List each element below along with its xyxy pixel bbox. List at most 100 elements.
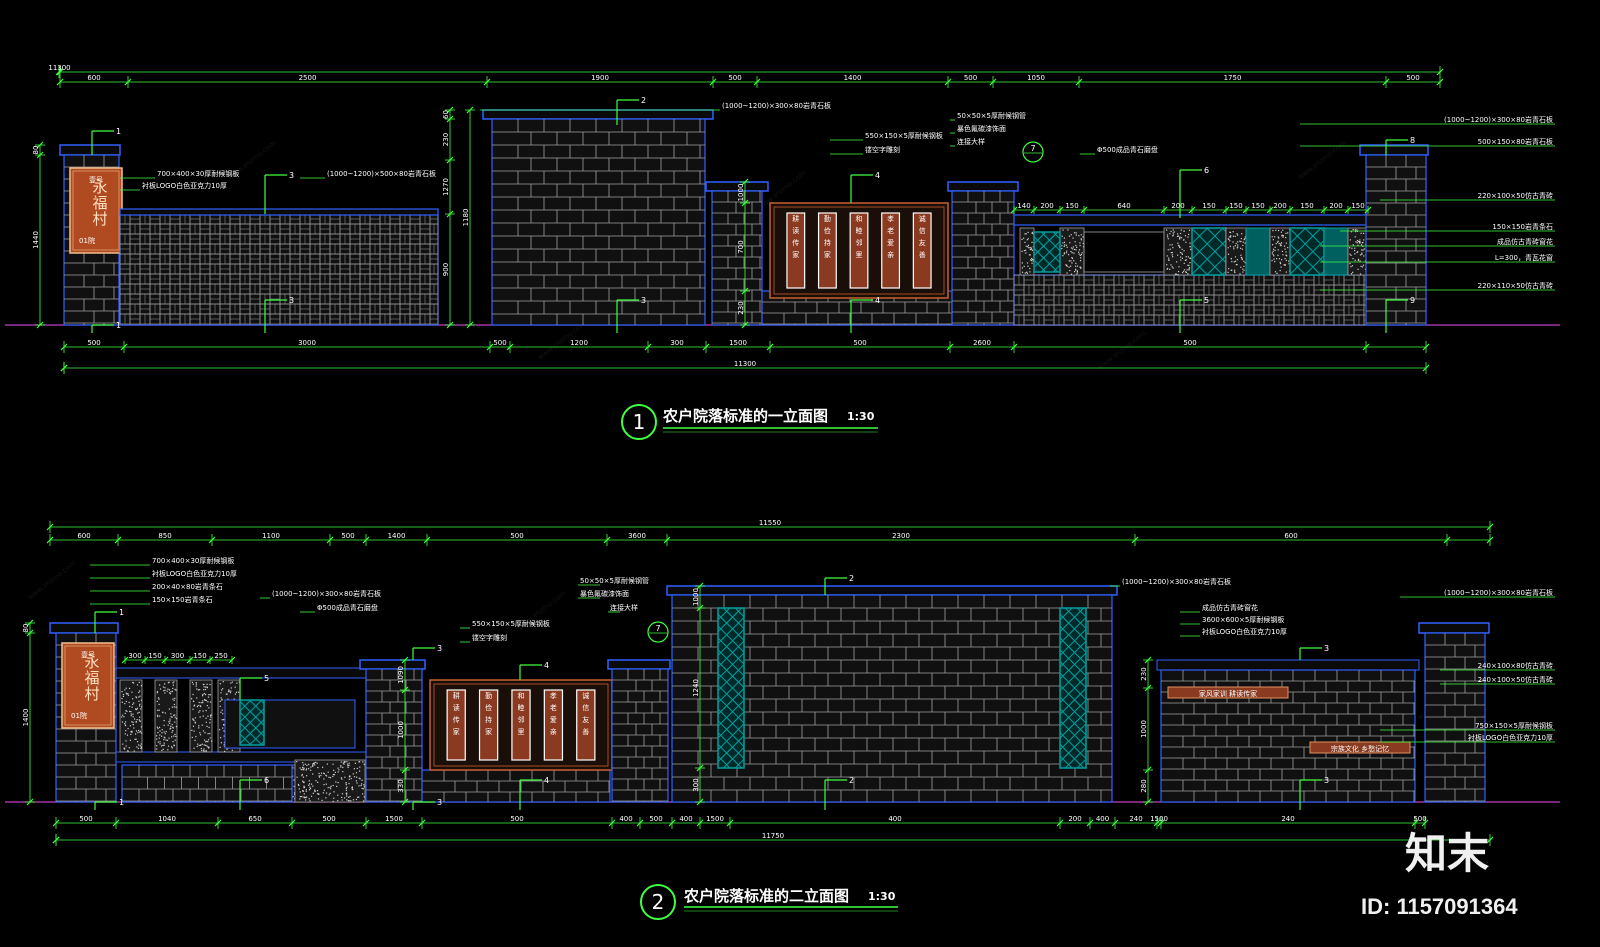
tag-3-bottom: 3 — [412, 798, 442, 810]
granite-speck — [135, 738, 137, 740]
elevation-1-marker-circle — [621, 404, 657, 440]
note-right-stone: (1000~1200)×300×80岩青石板 — [1400, 588, 1555, 598]
granite-speck — [235, 691, 238, 693]
granite-speck — [191, 736, 193, 739]
bottom-total-dim: 11750 — [52, 832, 1494, 846]
slat-char: 家 — [824, 250, 831, 259]
tag-4-bottom: 4 — [850, 296, 880, 333]
granite-speck — [308, 783, 311, 785]
slat-char: 友 — [582, 715, 589, 724]
granite-speck — [330, 785, 332, 787]
slat-char: 信 — [582, 703, 589, 712]
granite-speck — [172, 682, 174, 684]
granite-speck — [173, 706, 175, 708]
mid-pillar-b — [611, 668, 669, 803]
granite-speck — [164, 733, 166, 735]
granite-speck — [139, 745, 141, 747]
granite-speck — [238, 681, 240, 683]
granite-speck — [358, 796, 360, 798]
banner-1-text: 家风家训 耕读传家 — [1199, 689, 1257, 698]
dimension-tick — [944, 78, 952, 86]
granite-speck — [1080, 254, 1082, 256]
granite-speck — [316, 762, 318, 764]
granite-speck — [1356, 251, 1358, 254]
granite-speck — [163, 690, 165, 692]
lattice-diagonal — [240, 718, 264, 745]
tag-1: 1 — [91, 127, 121, 155]
granite-speck — [1181, 253, 1183, 255]
tag-number: 4 — [875, 171, 880, 180]
granite-speck — [129, 739, 132, 741]
lattice-frame — [717, 607, 745, 769]
lattice-diagonal — [240, 722, 263, 745]
granite-speck — [202, 710, 204, 712]
steel-slat-text: 和睦邻里 — [518, 691, 525, 736]
lattice-diagonal — [1060, 664, 1086, 692]
granite-speck — [227, 698, 229, 700]
granite-speck — [231, 681, 233, 683]
granite-speck — [164, 712, 166, 714]
granite-speck — [1062, 242, 1064, 244]
granite-speck — [346, 786, 348, 788]
slat-char: 家 — [453, 727, 460, 736]
granite-speck — [1063, 241, 1066, 243]
annotation-text: 150×150岩青条石 — [1492, 222, 1553, 231]
dimension-tick — [362, 819, 370, 827]
granite-outline — [154, 679, 178, 753]
lattice-diagonal — [1040, 232, 1060, 252]
dimension-label: 300 — [171, 652, 184, 660]
tag-4: 4 — [850, 171, 880, 203]
lattice-diagonal — [240, 708, 264, 734]
granite-speck — [230, 687, 232, 689]
note-strip-150: 150×150岩青条石 — [90, 595, 213, 605]
lattice-diagonal — [1034, 232, 1058, 257]
granite-speck — [1172, 234, 1175, 236]
tile-window-1 — [1033, 231, 1061, 273]
granite-speck — [1025, 249, 1027, 251]
note-top-stone: (1000~1200)×300×80岩青石板 — [480, 101, 831, 111]
dimension-tick — [636, 819, 644, 827]
granite-speck — [171, 747, 173, 749]
steel-slat — [817, 212, 837, 289]
granite-speck — [344, 761, 346, 763]
slat-char: 持 — [824, 238, 831, 247]
dimension-tick — [56, 78, 64, 86]
tag-number: 5 — [264, 674, 269, 683]
granite-speck — [170, 713, 172, 715]
slat-char: 诚 — [582, 691, 589, 700]
granite-speck — [206, 704, 209, 707]
granite-speck — [1233, 248, 1235, 250]
granite-speck — [156, 735, 158, 737]
granite-speck — [305, 790, 307, 792]
granite-speck — [139, 731, 141, 733]
granite-speck — [173, 714, 175, 716]
granite-speck — [237, 691, 240, 693]
granite-speck — [303, 797, 306, 799]
granite-speck — [163, 719, 165, 722]
granite-speck — [1179, 236, 1181, 238]
tag-5-bottom: 5 — [1179, 296, 1209, 333]
slat-char: 亲 — [887, 250, 894, 259]
granite-speck — [226, 693, 228, 695]
slat-char: 老 — [550, 703, 557, 712]
annotation-text: 成品仿古青砖窗花 — [1497, 237, 1553, 246]
granite-speck — [349, 775, 351, 777]
granite-speck — [346, 795, 348, 797]
note-strip: 150×150岩青条石 — [1340, 222, 1555, 232]
mid-pillar-a — [365, 668, 423, 803]
granite-speck — [140, 743, 142, 745]
right-mid-pillar — [951, 190, 1015, 326]
granite-speck — [1169, 233, 1171, 235]
granite-speck — [349, 775, 351, 778]
granite-speck — [128, 747, 130, 749]
tag-number: 4 — [544, 661, 549, 670]
granite-speck — [330, 788, 332, 790]
dimension-tick — [186, 656, 194, 664]
granite-speck — [305, 768, 308, 770]
granite-speck — [204, 693, 207, 696]
granite-speck — [298, 784, 300, 787]
granite-speck — [1173, 231, 1175, 233]
